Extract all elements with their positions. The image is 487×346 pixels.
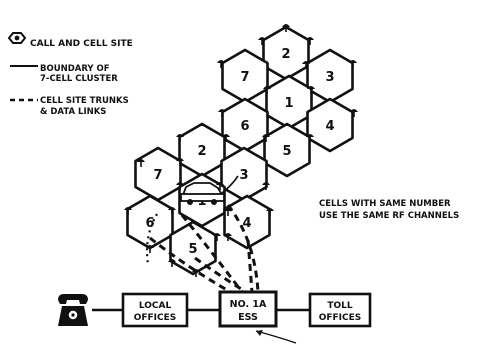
cell-label-lower-7: 7: [153, 168, 162, 183]
cell-label-upper-6: 6: [240, 119, 249, 134]
telephone-icon: [58, 294, 88, 326]
cell-site-antenna-icon: [9, 33, 25, 43]
cell-label-lower-3: 3: [239, 168, 248, 183]
cell-label-upper-4: 4: [325, 119, 334, 134]
legend-call-site-label: CALL AND CELL SITE: [30, 39, 133, 49]
cell-label-lower-6: 6: [145, 216, 154, 231]
toll-offices-box: TOLL OFFICES: [310, 294, 370, 326]
note-line-1: CELLS WITH SAME NUMBER: [319, 199, 451, 209]
legend-trunks-label-2: & DATA LINKS: [40, 107, 106, 117]
cell-label-upper-2: 2: [281, 47, 290, 62]
local-offices-box: LOCAL OFFICES: [123, 294, 187, 326]
legend-trunks-label-1: CELL SITE TRUNKS: [40, 96, 129, 106]
cell-label-upper-3: 3: [325, 70, 334, 85]
note-line-2: USE THE SAME RF CHANNELS: [319, 211, 459, 221]
cell-label-upper-5: 5: [282, 144, 291, 159]
ess-box: NO. 1A ESS: [220, 292, 276, 326]
cell-label-lower-2: 2: [197, 144, 206, 159]
cell-grid: 27316452731645: [128, 27, 353, 274]
local-offices-label-1: LOCAL: [139, 301, 172, 311]
ess-label-1: NO. 1A: [230, 299, 267, 310]
cell-label-upper-1: 1: [284, 96, 293, 111]
local-offices-label-2: OFFICES: [134, 313, 177, 323]
cell-label-upper-7: 7: [240, 70, 249, 85]
legend-boundary-label-1: BOUNDARY OF: [40, 64, 110, 74]
cell-label-lower-5: 5: [188, 242, 197, 257]
arrow-icon: [256, 330, 296, 343]
toll-offices-label-1: TOLL: [327, 301, 353, 311]
legend-boundary-label-2: 7-CELL CLUSTER: [40, 74, 118, 84]
legend: CALL AND CELL SITE BOUNDARY OF 7-CELL CL…: [9, 33, 133, 117]
ess-label-2: ESS: [238, 312, 258, 323]
toll-offices-label-2: OFFICES: [319, 313, 362, 323]
